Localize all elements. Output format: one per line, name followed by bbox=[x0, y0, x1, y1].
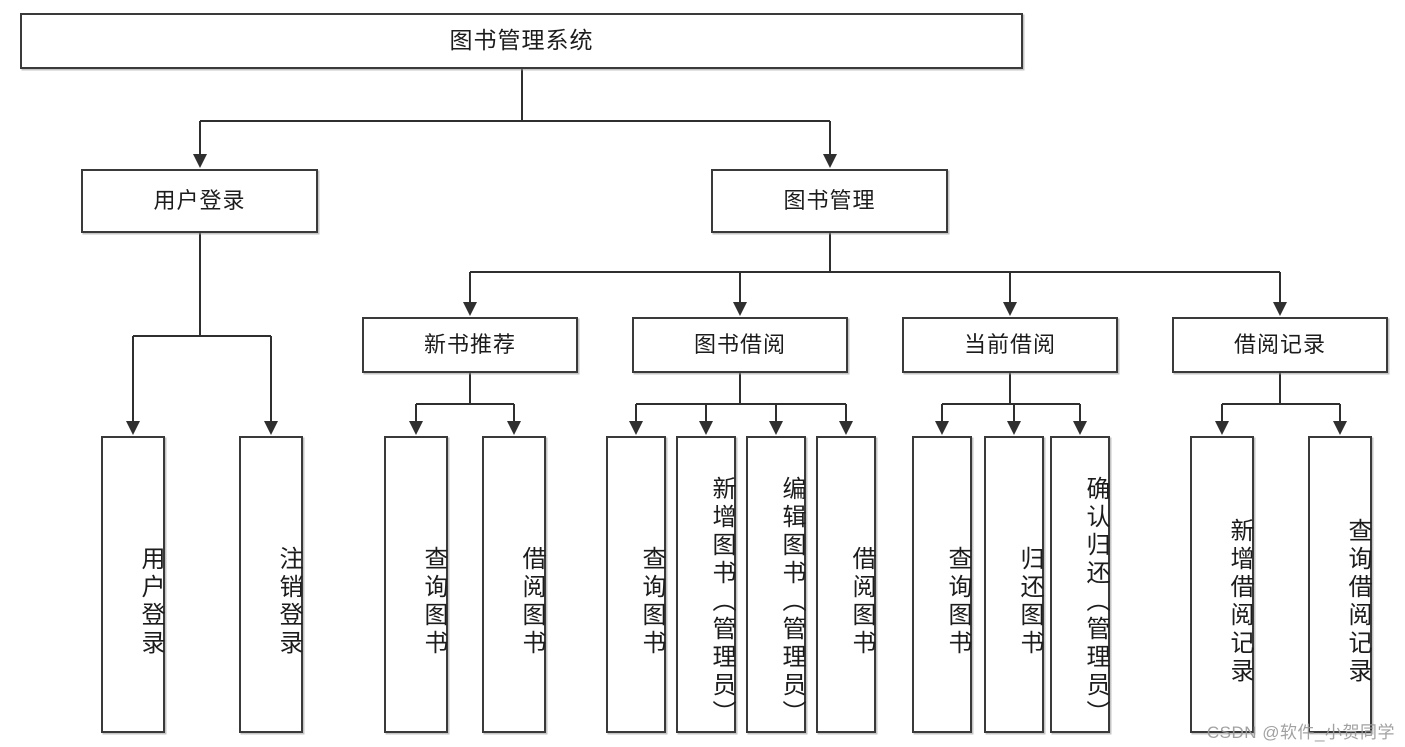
node-book-borrow[interactable]: 图书借阅 bbox=[632, 317, 848, 373]
node-label: 新增图书（管理员） bbox=[708, 475, 735, 728]
connector-trunk bbox=[1009, 373, 1011, 404]
node-leaf-return-book[interactable]: 归还图书 bbox=[984, 436, 1044, 733]
connector-bus bbox=[416, 403, 514, 405]
connector-arrowhead bbox=[507, 421, 521, 435]
node-label: 注销登录 bbox=[275, 545, 302, 658]
node-label: 查询图书 bbox=[638, 545, 665, 658]
node-label: 用户登录 bbox=[137, 545, 164, 658]
node-leaf-edit-book-admin[interactable]: 编辑图书（管理员） bbox=[746, 436, 806, 733]
node-label: 借阅图书 bbox=[848, 545, 875, 658]
connector-trunk bbox=[198, 233, 201, 336]
node-leaf-query-record[interactable]: 查询借阅记录 bbox=[1308, 436, 1372, 733]
node-label: 新书推荐 bbox=[423, 331, 516, 357]
connector-arrowhead bbox=[1215, 421, 1229, 435]
connector-trunk bbox=[469, 373, 471, 404]
node-label: 查询借阅记录 bbox=[1344, 517, 1371, 686]
node-leaf-borrow-book-2[interactable]: 借阅图书 bbox=[816, 436, 876, 733]
connector-branch bbox=[941, 404, 943, 423]
connector-trunk bbox=[739, 373, 741, 404]
node-label: 借阅图书 bbox=[518, 545, 545, 658]
connector-trunk bbox=[828, 233, 831, 272]
connector-arrowhead bbox=[769, 421, 783, 435]
node-label: 借阅记录 bbox=[1233, 331, 1326, 357]
connector-branch bbox=[1339, 404, 1341, 423]
connector-bus bbox=[133, 335, 271, 337]
connector-arrowhead bbox=[463, 302, 477, 316]
connector-arrowhead bbox=[1007, 421, 1021, 435]
node-book-manage[interactable]: 图书管理 bbox=[711, 169, 948, 233]
connector-branch bbox=[828, 121, 831, 156]
connector-branch bbox=[1221, 404, 1223, 423]
connector-arrowhead bbox=[629, 421, 643, 435]
node-leaf-query-book-3[interactable]: 查询图书 bbox=[912, 436, 972, 733]
connector-branch bbox=[513, 404, 515, 423]
connector-bus bbox=[636, 403, 846, 405]
node-label: 确认归还（管理员） bbox=[1082, 475, 1109, 728]
node-leaf-add-record[interactable]: 新增借阅记录 bbox=[1190, 436, 1254, 733]
node-leaf-logout[interactable]: 注销登录 bbox=[239, 436, 303, 733]
connector-arrowhead bbox=[1333, 421, 1347, 435]
connector-branch bbox=[1013, 404, 1015, 423]
connector-bus bbox=[470, 271, 1280, 273]
connector-arrowhead bbox=[409, 421, 423, 435]
node-label: 当前借阅 bbox=[963, 331, 1056, 357]
node-label: 查询图书 bbox=[944, 545, 971, 658]
node-leaf-confirm-return[interactable]: 确认归还（管理员） bbox=[1050, 436, 1110, 733]
connector-branch bbox=[270, 336, 272, 423]
connector-branch bbox=[1279, 272, 1281, 304]
connector-bus bbox=[1222, 403, 1340, 405]
node-leaf-user-login[interactable]: 用户登录 bbox=[101, 436, 165, 733]
connector-branch bbox=[1079, 404, 1081, 423]
connector-arrowhead bbox=[822, 154, 837, 168]
connector-branch bbox=[132, 336, 134, 423]
connector-arrowhead bbox=[839, 421, 853, 435]
node-label: 图书借阅 bbox=[693, 331, 786, 357]
node-label: 图书管理系统 bbox=[449, 27, 594, 54]
connector-arrowhead bbox=[192, 154, 207, 168]
connector-branch bbox=[198, 121, 201, 156]
node-label: 图书管理 bbox=[783, 187, 876, 213]
connector-branch bbox=[415, 404, 417, 423]
node-leaf-borrow-book-1[interactable]: 借阅图书 bbox=[482, 436, 546, 733]
node-leaf-add-book-admin[interactable]: 新增图书（管理员） bbox=[676, 436, 736, 733]
connector-branch bbox=[635, 404, 637, 423]
node-borrow-record[interactable]: 借阅记录 bbox=[1172, 317, 1388, 373]
connector-arrowhead bbox=[1073, 421, 1087, 435]
node-label: 编辑图书（管理员） bbox=[778, 475, 805, 728]
connector-arrowhead bbox=[733, 302, 747, 316]
node-label: 归还图书 bbox=[1016, 545, 1043, 658]
connector-trunk bbox=[520, 69, 523, 121]
node-label: 新增借阅记录 bbox=[1226, 517, 1253, 686]
connector-branch bbox=[1009, 272, 1011, 304]
connector-branch bbox=[705, 404, 707, 423]
connector-arrowhead bbox=[126, 421, 140, 435]
connector-branch bbox=[739, 272, 741, 304]
connector-branch bbox=[775, 404, 777, 423]
node-user-login[interactable]: 用户登录 bbox=[81, 169, 318, 233]
connector-trunk bbox=[1279, 373, 1281, 404]
node-new-book-recommend[interactable]: 新书推荐 bbox=[362, 317, 578, 373]
node-current-borrow[interactable]: 当前借阅 bbox=[902, 317, 1118, 373]
node-leaf-query-book-1[interactable]: 查询图书 bbox=[384, 436, 448, 733]
connector-arrowhead bbox=[1273, 302, 1287, 316]
node-label: 用户登录 bbox=[153, 187, 246, 213]
node-leaf-query-book-2[interactable]: 查询图书 bbox=[606, 436, 666, 733]
connector-arrowhead bbox=[699, 421, 713, 435]
node-label: 查询图书 bbox=[420, 545, 447, 658]
connector-arrowhead bbox=[935, 421, 949, 435]
connector-bus bbox=[199, 120, 830, 122]
node-root[interactable]: 图书管理系统 bbox=[20, 13, 1023, 69]
csdn-watermark: CSDN @软件_小贺同学 bbox=[1206, 723, 1395, 742]
connector-arrowhead bbox=[264, 421, 278, 435]
connector-bus bbox=[942, 403, 1080, 405]
connector-arrowhead bbox=[1003, 302, 1017, 316]
connector-branch bbox=[469, 272, 471, 304]
connector-branch bbox=[845, 404, 847, 423]
